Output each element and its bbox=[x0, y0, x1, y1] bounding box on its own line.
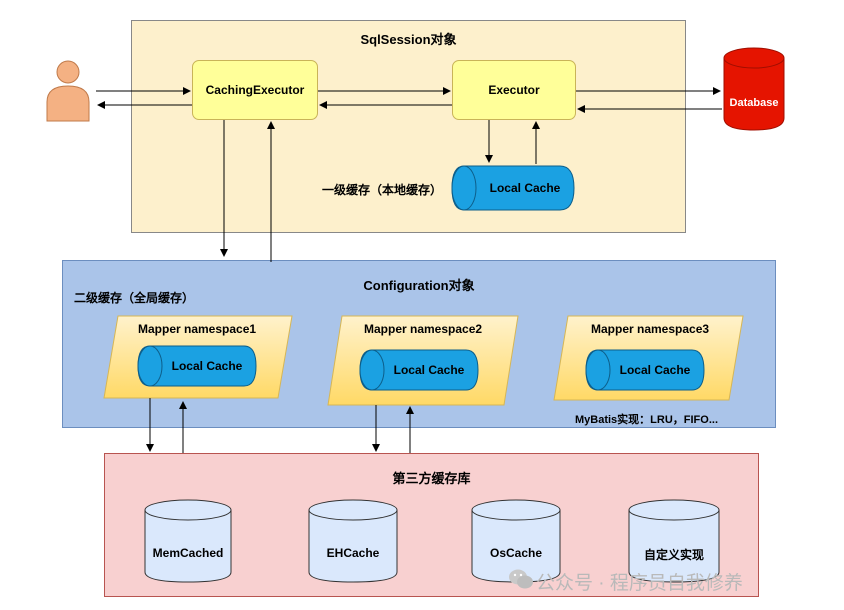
memcached-cylinder-icon bbox=[144, 499, 232, 583]
mapper-3-cache-label: Local Cache bbox=[619, 363, 691, 377]
configuration-title: Configuration对象 bbox=[363, 278, 475, 293]
mapper-1-cache-label: Local Cache bbox=[171, 359, 243, 373]
executor-box: Executor bbox=[452, 60, 576, 120]
first-level-cache-label: 一级缓存（本地缓存） bbox=[322, 183, 443, 197]
watermark-text: 公众号 · 程序员自我修养 bbox=[536, 573, 743, 594]
memcached-label: MemCached bbox=[152, 546, 224, 560]
mapper-2-name: Mapper namespace2 bbox=[364, 322, 483, 336]
mapper-3-name: Mapper namespace3 bbox=[591, 322, 710, 336]
mapper-2-cache-label: Local Cache bbox=[393, 363, 465, 377]
custom-cylinder-icon bbox=[628, 499, 720, 583]
local-cache-cylinder-icon bbox=[451, 165, 575, 211]
mybatis-impl-note: MyBatis实现：LRU，FIFO... bbox=[575, 414, 719, 426]
mapper-3-cache-icon bbox=[585, 349, 705, 391]
sqlsession-title: SqlSession对象 bbox=[360, 32, 457, 47]
mapper-2-cache-icon bbox=[359, 349, 479, 391]
ehcache-label: EHCache bbox=[326, 546, 380, 560]
database-label: Database bbox=[729, 97, 779, 109]
user-icon bbox=[46, 60, 90, 122]
mapper-1-cache-icon bbox=[137, 345, 257, 387]
thirdparty-title: 第三方缓存库 bbox=[392, 471, 471, 486]
oscache-label: OsCache bbox=[489, 546, 543, 560]
oscache-cylinder-icon bbox=[471, 499, 561, 583]
caching-executor-box: CachingExecutor bbox=[192, 60, 318, 120]
ehcache-cylinder-icon bbox=[308, 499, 398, 583]
database-cylinder-icon bbox=[723, 47, 785, 131]
wechat-logo-icon bbox=[509, 569, 533, 589]
custom-impl-label: 自定义实现 bbox=[643, 548, 704, 562]
second-level-cache-label: 二级缓存（全局缓存） bbox=[74, 291, 195, 305]
mapper-1-name: Mapper namespace1 bbox=[138, 322, 257, 336]
local-cache-label: Local Cache bbox=[489, 181, 561, 195]
